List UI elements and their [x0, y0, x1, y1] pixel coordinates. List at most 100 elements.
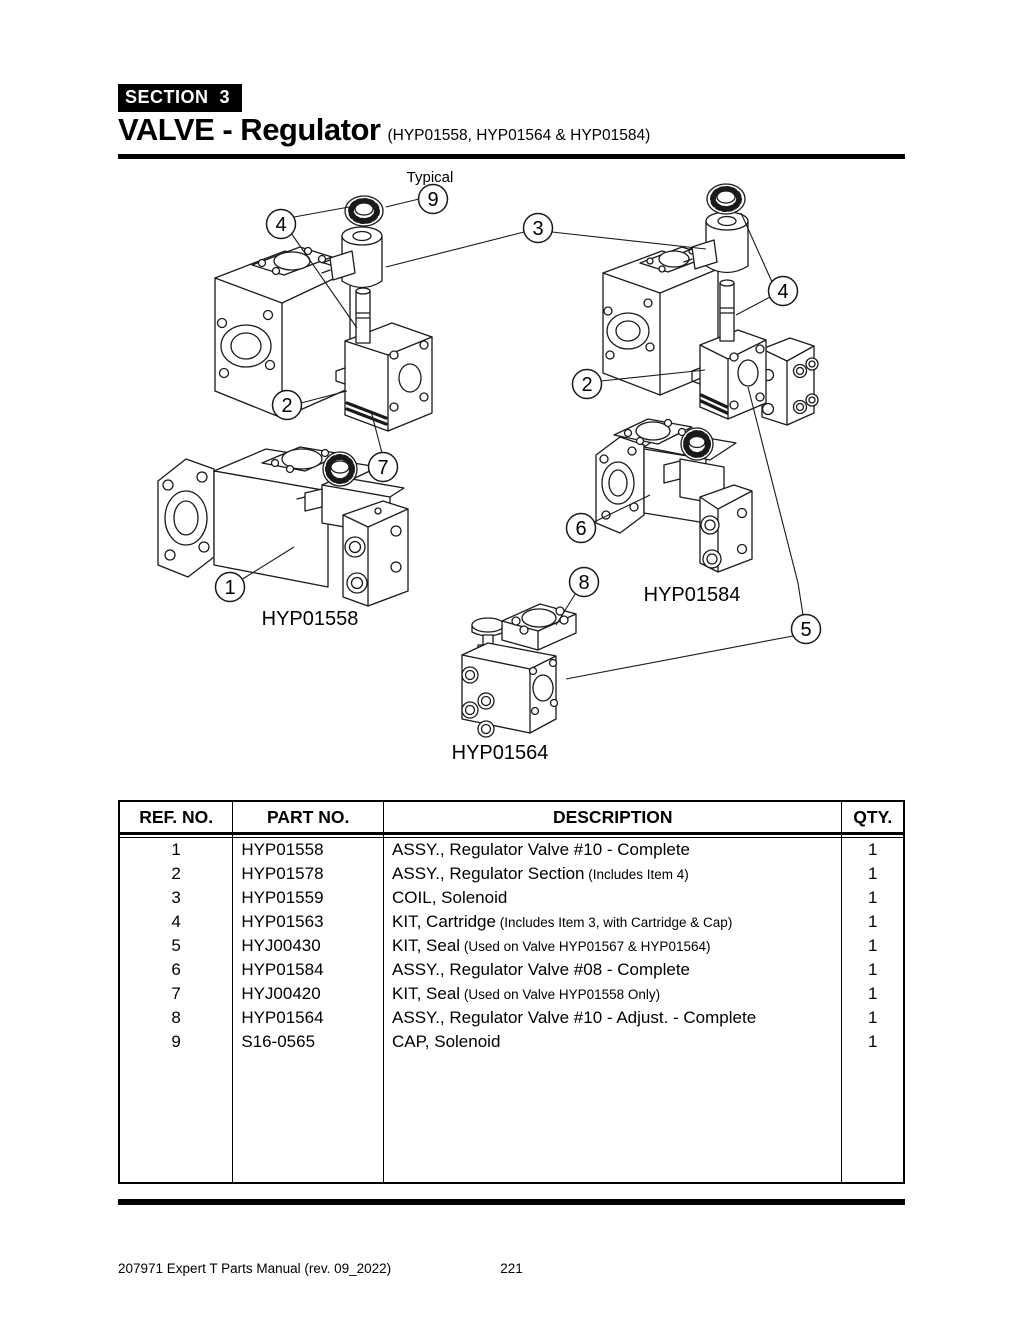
- leader-line: [747, 386, 804, 616]
- description-note: (Includes Item 3, with Cartridge & Cap): [495, 915, 733, 930]
- description-note: (Used on Valve HYP01567 & HYP01564): [460, 939, 711, 954]
- leader-line: [735, 296, 771, 316]
- description-main: KIT, Seal: [392, 936, 461, 955]
- callout-balloon-2: 2: [271, 389, 303, 421]
- cell-qty: 1: [841, 1006, 905, 1030]
- cell-part-no: HYJ00420: [232, 982, 385, 1006]
- footer-rule: [118, 1199, 905, 1205]
- description-main: ASSY., Regulator Valve #08 - Complete: [392, 960, 691, 979]
- cell-part-no: HYP01564: [232, 1006, 385, 1030]
- diagram-label-hyp01564: HYP01564: [452, 742, 549, 764]
- callout-balloon-4: 4: [767, 275, 799, 307]
- header-rule: [118, 154, 905, 159]
- page-title-main: VALVE - Regulator: [118, 112, 381, 147]
- diagram-label-typical: Typical: [407, 169, 454, 186]
- leader-line: [593, 494, 651, 523]
- leader-line: [565, 635, 794, 680]
- right-exploded-assembly-art: [602, 183, 819, 426]
- cell-description: ASSY., Regulator Valve #10 - Adjust. - C…: [383, 1006, 843, 1030]
- cell-qty: 1: [841, 910, 905, 934]
- leader-line: [555, 590, 578, 626]
- description-main: ASSY., Regulator Valve #10 - Complete: [392, 840, 691, 859]
- leader-line: [290, 232, 358, 329]
- svg-text:3: 3: [532, 218, 543, 240]
- description-note: (Includes Item 4): [584, 867, 689, 882]
- description-main: ASSY., Regulator Valve #10 - Adjust. - C…: [392, 1008, 757, 1027]
- page-number: 221: [500, 1261, 523, 1276]
- cell-qty: 1: [841, 934, 905, 958]
- cell-part-no: HYP01578: [232, 862, 385, 886]
- hyp01564-assembly-art: [461, 603, 577, 738]
- cell-ref-no: 8: [118, 1006, 234, 1030]
- cell-qty: 1: [841, 982, 905, 1006]
- cell-part-no: HYP01584: [232, 958, 385, 982]
- svg-text:6: 6: [575, 518, 586, 540]
- cell-description: ASSY., Regulator Valve #08 - Complete: [383, 958, 843, 982]
- cell-part-no: HYJ00430: [232, 934, 385, 958]
- callout-balloon-9: 9: [417, 183, 449, 215]
- description-main: ASSY., Regulator Section: [392, 864, 585, 883]
- callout-balloon-4: 4: [265, 208, 297, 240]
- description-main: KIT, Seal: [392, 984, 461, 1003]
- cell-description: ASSY., Regulator Section (Includes Item …: [383, 862, 843, 886]
- hyp01584-assembly-art: [595, 418, 753, 573]
- callout-balloon-2: 2: [571, 368, 603, 400]
- cell-description: KIT, Seal (Used on Valve HYP01558 Only): [383, 982, 843, 1006]
- cell-part-no: HYP01558: [232, 837, 385, 862]
- description-main: CAP, Solenoid: [392, 1032, 501, 1051]
- callout-balloon-7: 7: [367, 451, 399, 483]
- svg-text:4: 4: [777, 281, 788, 303]
- svg-text:2: 2: [281, 395, 292, 417]
- callout-balloon-3: 3: [522, 212, 554, 244]
- section-badge: SECTION 3: [118, 84, 243, 112]
- cell-part-no: HYP01559: [232, 886, 385, 910]
- cell-part-no: S16-0565: [232, 1030, 385, 1054]
- svg-text:9: 9: [427, 189, 438, 211]
- cell-description: CAP, Solenoid: [383, 1030, 843, 1054]
- leader-line: [600, 369, 706, 382]
- leader-line: [385, 198, 420, 208]
- cell-description: KIT, Seal (Used on Valve HYP01567 & HYP0…: [383, 934, 843, 958]
- cell-ref-no: 6: [118, 958, 234, 982]
- cell-ref-no: 4: [118, 910, 234, 934]
- svg-text:4: 4: [275, 214, 286, 236]
- cell-ref-no: 7: [118, 982, 234, 1006]
- header-double-rule: [118, 833, 905, 838]
- description-main: KIT, Cartridge: [392, 912, 496, 931]
- cell-qty: 1: [841, 1030, 905, 1054]
- cell-qty: 1: [841, 837, 905, 862]
- header-description: DESCRIPTION: [383, 801, 843, 835]
- leader-lines-layer: [240, 198, 804, 680]
- cell-ref-no: 9: [118, 1030, 234, 1054]
- leader-line: [551, 231, 707, 250]
- header-qty: QTY.: [841, 801, 905, 835]
- callout-balloon-6: 6: [565, 512, 597, 544]
- svg-text:1: 1: [224, 577, 235, 599]
- parts-table-header: REF. NO. PART NO. DESCRIPTION QTY.: [118, 801, 905, 838]
- cell-description: ASSY., Regulator Valve #10 - Complete: [383, 837, 843, 862]
- table-filler-row: [118, 1054, 905, 1183]
- callout-balloon-1: 1: [214, 571, 246, 603]
- diagram-label-hyp01558: HYP01558: [262, 608, 359, 630]
- svg-text:8: 8: [578, 572, 589, 594]
- cell-qty: 1: [841, 862, 905, 886]
- cell-ref-no: 1: [118, 837, 234, 862]
- leader-line: [300, 390, 348, 404]
- leader-line: [293, 206, 350, 218]
- cell-qty: 1: [841, 958, 905, 982]
- cell-qty: 1: [841, 886, 905, 910]
- cell-description: COIL, Solenoid: [383, 886, 843, 910]
